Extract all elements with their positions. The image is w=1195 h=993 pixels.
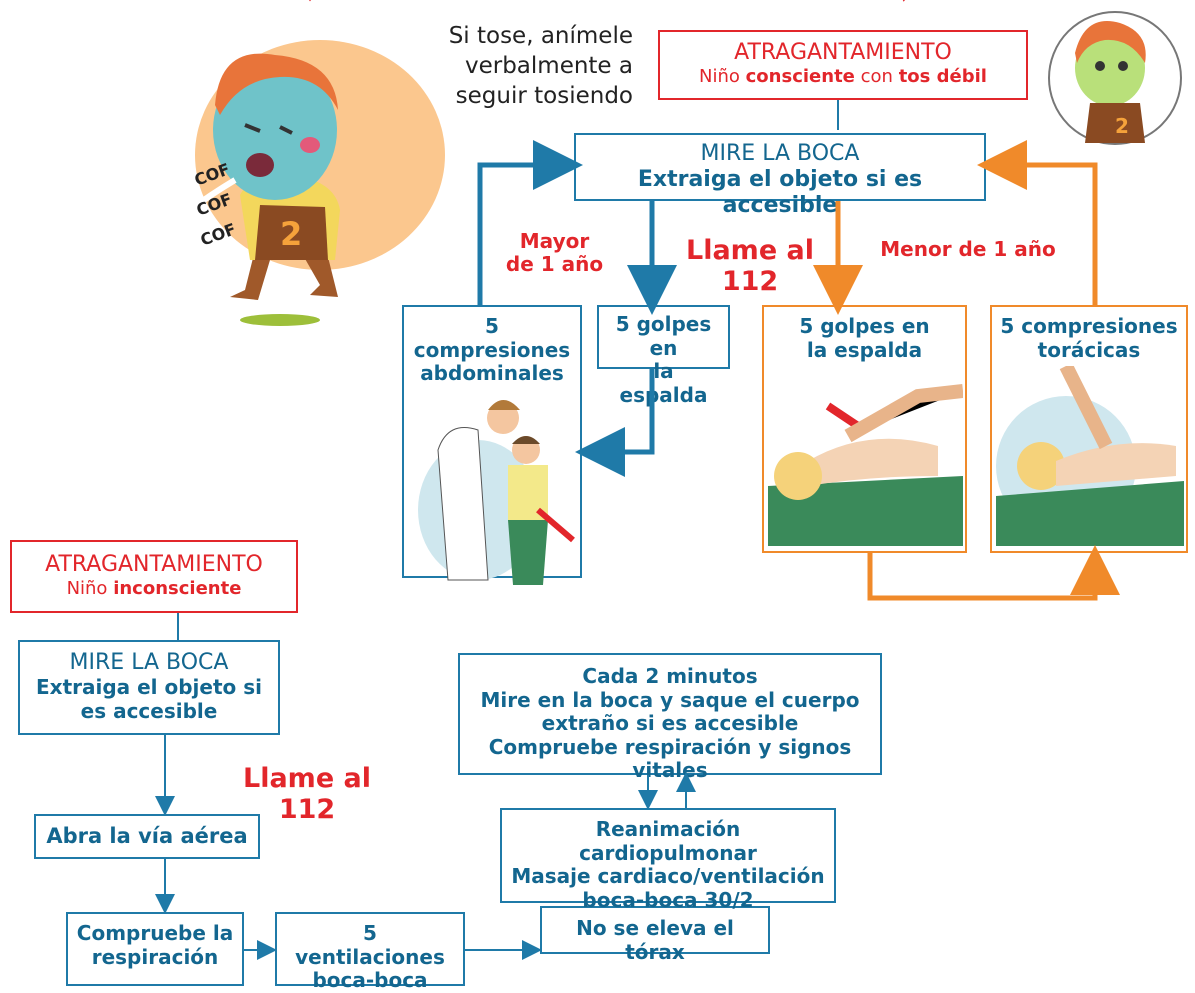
conscious-title-box: ATRAGANTAMIENTO Niño consciente con tos …: [658, 30, 1028, 100]
svg-text:2: 2: [280, 215, 302, 253]
unconscious-mouth-line3: es accesible: [80, 698, 218, 723]
unconscious-mouth-line1: MIRE LA BOCA: [69, 650, 229, 675]
every-line2: Mire en la boca y saque el cuerpo: [480, 687, 860, 712]
every-two-minutes-box: Cada 2 minutos Mire en la boca y saque e…: [458, 653, 882, 782]
unconscious-mouth-line2: Extraiga el objeto si: [36, 674, 262, 699]
vent-line2: boca-boca: [312, 968, 428, 993]
older-back-blows-box: 5 golpes en la espalda: [597, 305, 730, 407]
unconscious-title-box: ATRAGANTAMIENTO Niño inconsciente: [10, 540, 298, 613]
rescue-breaths-box: 5 ventilaciones boca-boca: [275, 912, 465, 992]
every-line4: Compruebe respiración y signos vitales: [488, 734, 852, 783]
rcp-line2: Masaje cardiaco/ventilación: [511, 864, 825, 889]
unconscious-sub-em: inconsciente: [113, 577, 242, 599]
back2-line1: 5 golpes en: [799, 314, 930, 338]
cough-line-3: seguir tosiendo: [455, 82, 633, 109]
cpr-box: Reanimación cardiopulmonar Masaje cardia…: [500, 808, 836, 911]
vent-line1: 5 ventilaciones: [295, 921, 445, 969]
rcp-line1: Reanimación cardiopulmonar: [579, 817, 757, 865]
every-line3: extraño si es accesible: [541, 711, 799, 736]
back1-line2: la espalda: [619, 359, 708, 407]
cough-instruction: Si tose, anímele verbalmente a seguir to…: [418, 22, 633, 112]
older-than-one-label: Mayor de 1 año: [497, 230, 612, 276]
cough-line-2: verbalmente a: [464, 52, 633, 79]
infant-chest-compression-illustration: [996, 366, 1184, 547]
chest-line1: 5 compresiones: [1000, 314, 1178, 338]
older-line1: Mayor: [519, 229, 590, 253]
back1-line1: 5 golpes en: [615, 312, 712, 360]
every-line1: Cada 2 minutos: [582, 664, 758, 688]
abd-line2: abdominales: [420, 361, 564, 386]
abd-line1: 5 compresiones: [413, 314, 571, 362]
chest-not-rising-text: No se eleva el tórax: [576, 916, 734, 964]
back2-line2: la espalda: [806, 337, 923, 362]
infant-chest-compressions-box: 5 compresiones torácicas: [990, 305, 1188, 553]
conscious-title: ATRAGANTAMIENTO: [734, 40, 952, 65]
cut-title-fragment: [300, 0, 940, 6]
conscious-sub-mid: con: [860, 65, 893, 87]
open-airway-box: Abra la vía aérea: [34, 814, 260, 859]
conscious-mouth-box: MIRE LA BOCA Extraiga el objeto si es ac…: [574, 133, 986, 218]
older-line2: de 1 año: [505, 252, 604, 276]
infant-back-blows-box: 5 golpes en la espalda: [762, 305, 967, 553]
open-airway-text: Abra la vía aérea: [46, 824, 248, 848]
conscious-sub-em2: tos débil: [898, 65, 987, 87]
rcp-line3: boca-boca 30/2: [582, 887, 754, 912]
connector-back-to-chest: [867, 545, 1120, 601]
unconscious-sub-pre: Niño: [66, 577, 108, 599]
conscious-sub-pre: Niño: [699, 65, 740, 87]
svg-text:2: 2: [1115, 114, 1129, 138]
unconscious-title: ATRAGANTAMIENTO: [45, 552, 263, 577]
chest-not-rising-box: No se eleva el tórax: [540, 906, 770, 963]
worried-child-portrait: 2: [1045, 8, 1185, 148]
unconscious-mouth-box: MIRE LA BOCA Extraiga el objeto si es ac…: [18, 640, 280, 735]
coughing-child-illustration: 2 COF COF COF: [160, 35, 450, 335]
younger-than-one-label: Menor de 1 año: [880, 237, 1056, 261]
check-breathing-box: Compruebe la respiración: [66, 912, 244, 986]
conscious-mouth-line1: MIRE LA BOCA: [700, 141, 860, 166]
breath-line1: Compruebe la: [76, 921, 234, 945]
conscious-mouth-line2: Extraiga el objeto si es accesible: [637, 166, 923, 218]
abdominal-compressions-box: 5 compresiones abdominales: [402, 305, 582, 585]
conscious-call-label: Llame al 112: [686, 235, 814, 298]
conscious-sub-em1: consciente: [745, 65, 855, 87]
abdominal-thrust-illustration: [418, 399, 575, 585]
infant-back-blow-illustration: [768, 384, 963, 547]
cough-line-1: Si tose, anímele: [448, 23, 633, 49]
breath-line2: respiración: [91, 944, 219, 969]
connector-infant-loop: [977, 140, 1098, 305]
chest-line2: torácicas: [1037, 337, 1141, 362]
unconscious-call-label: Llame al 112: [243, 763, 371, 826]
